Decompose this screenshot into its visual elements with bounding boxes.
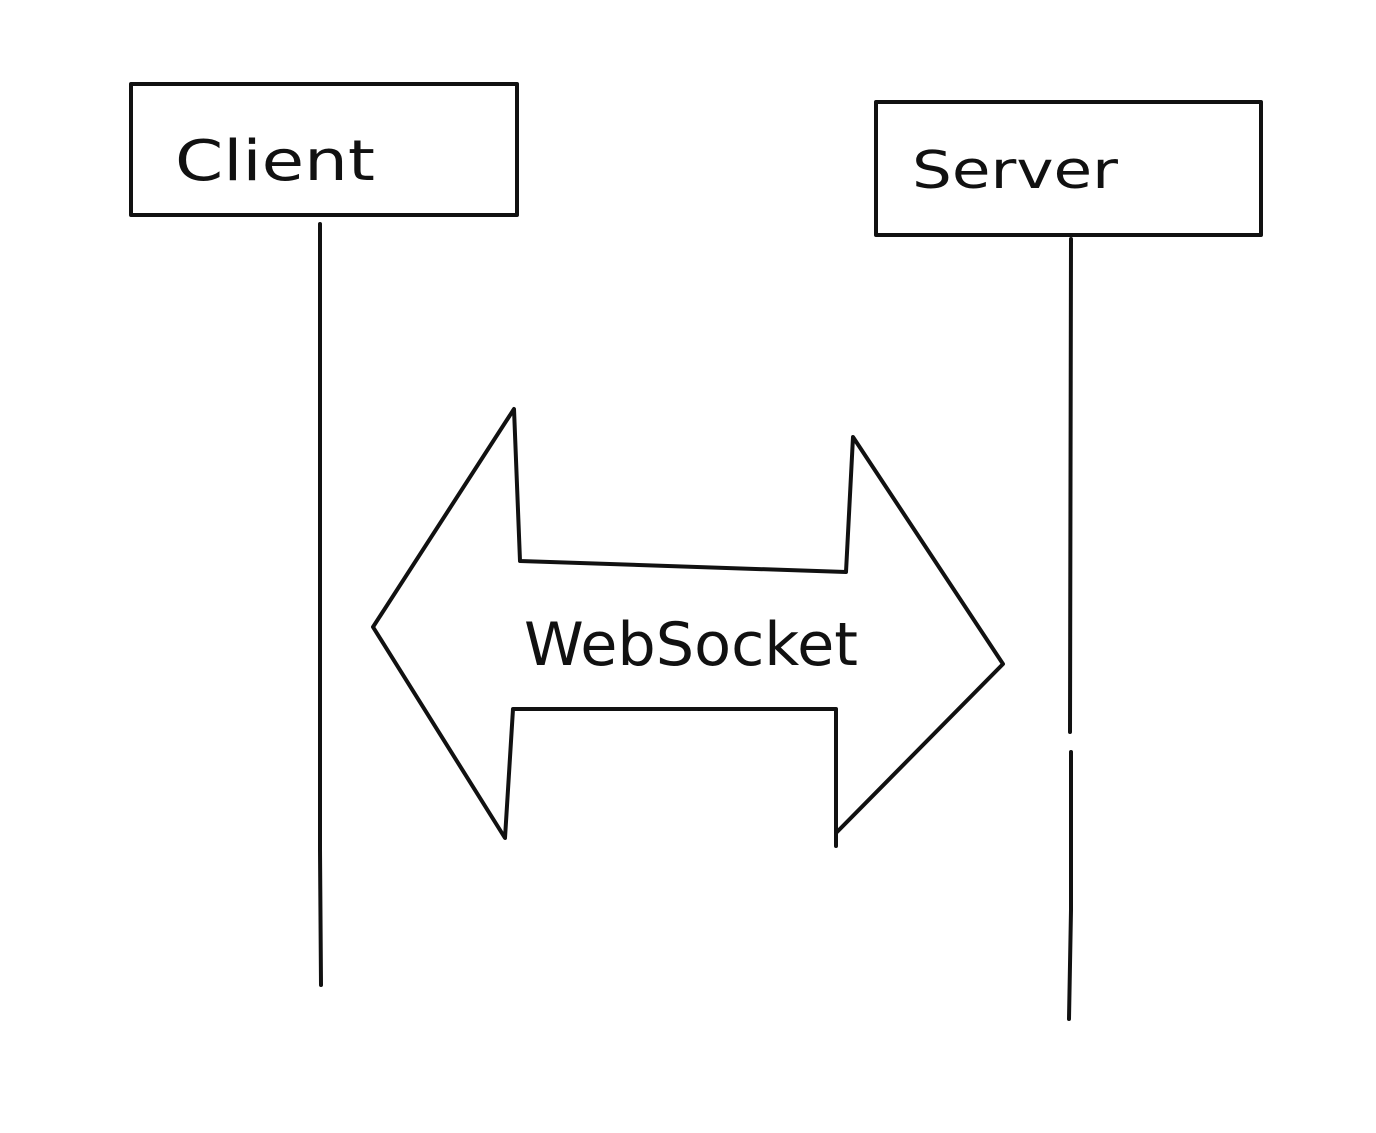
bidirectional-arrow-icon [371,407,1005,848]
websocket-label: WebSocket [524,610,858,680]
client-box [129,82,519,217]
client-participant: Client [129,82,519,217]
server-box [874,100,1263,237]
server-lifeline-lower [1067,750,1073,1021]
websocket-arrow: WebSocket [371,407,1005,848]
server-label: Server [912,141,1119,201]
client-lifeline [318,222,323,987]
server-participant: Server [874,100,1263,237]
server-lifeline-upper [1068,237,1073,734]
client-label: Client [175,129,375,194]
